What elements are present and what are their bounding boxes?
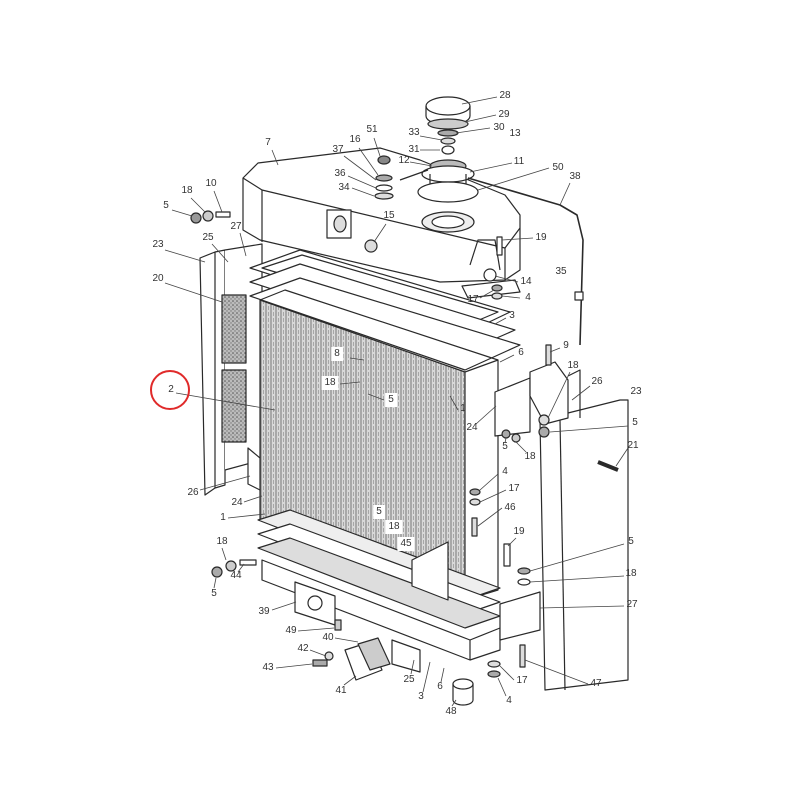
- part-callout-5: 5: [373, 505, 385, 519]
- part-callout-29: 29: [498, 109, 510, 120]
- part-callout-40: 40: [322, 632, 334, 643]
- part-callout-12: 12: [398, 155, 410, 166]
- part-callout-18: 18: [216, 536, 228, 547]
- part-callout-47: 47: [590, 678, 602, 689]
- part-callout-23: 23: [152, 239, 164, 250]
- part-callout-25: 25: [202, 232, 214, 243]
- part-callout-17: 17: [467, 294, 479, 305]
- part-callout-39: 39: [258, 606, 270, 617]
- part-callout-5: 5: [632, 417, 638, 428]
- part-callout-38: 38: [569, 171, 581, 182]
- part-callout-5: 5: [163, 200, 169, 211]
- part-callout-5: 5: [211, 588, 217, 599]
- highlight-ring: [150, 370, 190, 410]
- part-callout-17: 17: [516, 675, 528, 686]
- part-callout-8: 8: [331, 347, 343, 361]
- part-callout-13: 13: [509, 128, 521, 139]
- part-callout-9: 9: [563, 340, 569, 351]
- part-callout-45: 45: [397, 537, 415, 551]
- part-callout-6: 6: [437, 681, 443, 692]
- part-callout-34: 34: [338, 182, 350, 193]
- part-callout-4: 4: [525, 292, 531, 303]
- filler-cap-assembly: [399, 96, 584, 346]
- part-callout-18: 18: [181, 185, 193, 196]
- part-callout-14: 14: [520, 276, 532, 287]
- top-hardware: [190, 155, 503, 300]
- part-callout-26: 26: [187, 487, 199, 498]
- part-callout-5: 5: [385, 393, 397, 407]
- part-callout-27: 27: [230, 221, 242, 232]
- part-callout-49: 49: [285, 625, 297, 636]
- part-callout-5: 5: [502, 441, 508, 452]
- part-callout-51: 51: [366, 124, 378, 135]
- part-callout-26: 26: [591, 376, 603, 387]
- right-side-plate: [469, 344, 629, 691]
- lower-brackets: [411, 541, 541, 668]
- part-callout-15: 15: [383, 210, 395, 221]
- part-callout-3: 3: [418, 691, 424, 702]
- part-callout-19: 19: [535, 232, 547, 243]
- part-callout-2: 2: [168, 384, 174, 395]
- part-callout-27: 27: [626, 599, 638, 610]
- part-callout-6: 6: [518, 347, 524, 358]
- part-callout-36: 36: [334, 168, 346, 179]
- part-callout-46: 46: [504, 502, 516, 513]
- part-callout-18: 18: [567, 360, 579, 371]
- part-callout-17: 17: [508, 483, 520, 494]
- part-callout-7: 7: [265, 137, 271, 148]
- part-callout-18: 18: [524, 451, 536, 462]
- part-callout-35: 35: [555, 266, 567, 277]
- leader-lines: [164, 96, 629, 707]
- left-side-plate: [199, 243, 273, 497]
- part-callout-43: 43: [262, 662, 274, 673]
- part-callout-1: 1: [220, 512, 226, 523]
- part-callout-11: 11: [513, 156, 525, 167]
- part-callout-37: 37: [332, 144, 344, 155]
- part-callout-19: 19: [513, 526, 525, 537]
- part-callout-20: 20: [152, 273, 164, 284]
- part-callout-25: 25: [403, 674, 415, 685]
- part-callout-5: 5: [628, 536, 634, 547]
- part-callout-42: 42: [297, 643, 309, 654]
- part-callout-1: 1: [460, 403, 466, 414]
- part-callout-18: 18: [321, 376, 339, 390]
- part-callout-33: 33: [408, 127, 420, 138]
- part-callout-16: 16: [349, 134, 361, 145]
- part-callout-24: 24: [231, 497, 243, 508]
- part-callout-18: 18: [625, 568, 637, 579]
- part-callout-50: 50: [552, 162, 564, 173]
- part-callout-4: 4: [506, 695, 512, 706]
- part-callout-28: 28: [499, 90, 511, 101]
- part-callout-48: 48: [445, 706, 457, 717]
- part-callout-31: 31: [408, 144, 420, 155]
- part-callout-4: 4: [502, 466, 508, 477]
- part-callout-30: 30: [493, 122, 505, 133]
- part-callout-18: 18: [385, 520, 403, 534]
- part-callout-41: 41: [335, 685, 347, 696]
- part-callout-24: 24: [466, 422, 478, 433]
- part-callout-44: 44: [230, 570, 242, 581]
- part-callout-10: 10: [205, 178, 217, 189]
- part-callout-23: 23: [630, 386, 642, 397]
- part-callout-21: 21: [627, 440, 639, 451]
- part-callout-3: 3: [509, 310, 515, 321]
